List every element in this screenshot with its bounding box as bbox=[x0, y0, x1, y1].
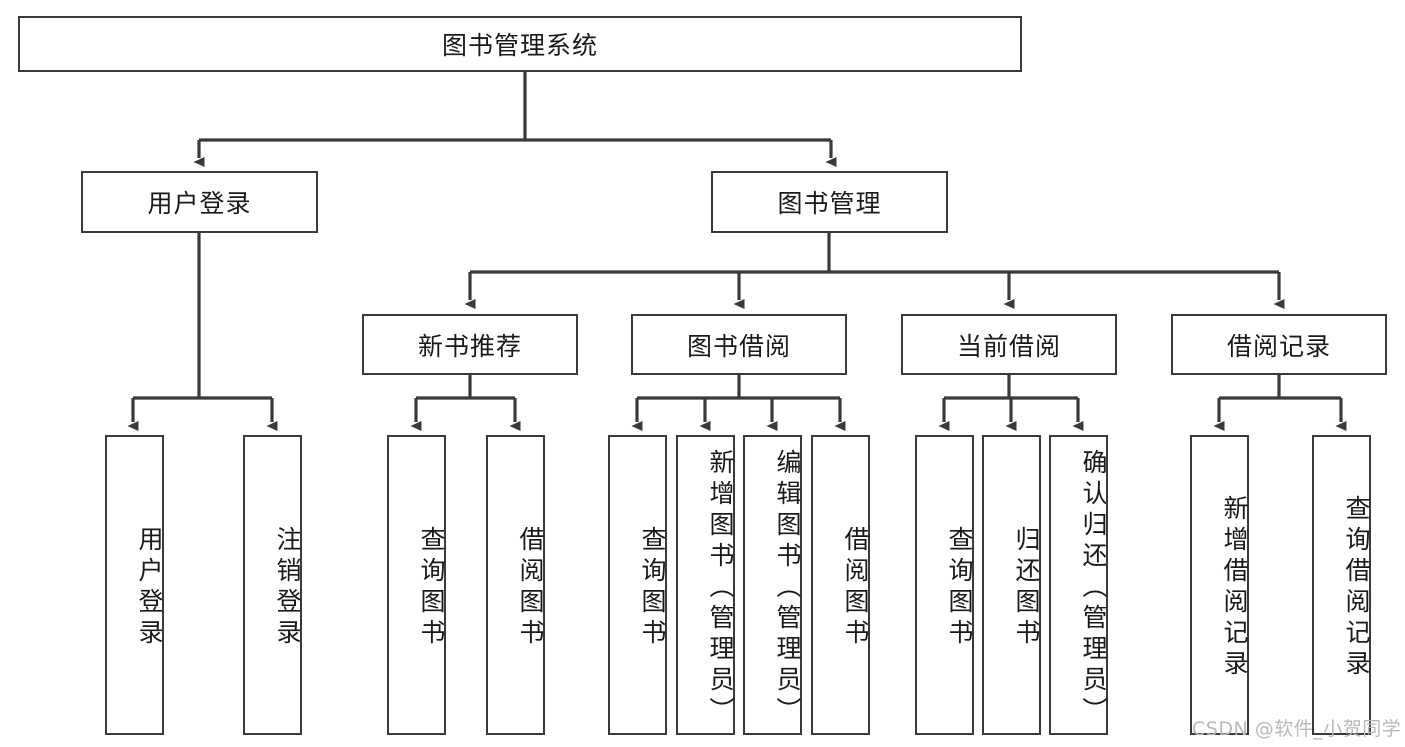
leaf-confirm-return-admin[interactable]: 确认归还（管理员） bbox=[1049, 435, 1108, 735]
leaf-query-book-borrow[interactable]: 查询图书 bbox=[608, 435, 667, 735]
leaf-label: 新增借阅记录 bbox=[1220, 495, 1249, 681]
node-book-borrow-label: 图书借阅 bbox=[686, 331, 791, 361]
node-user-login-label: 用户登录 bbox=[147, 189, 252, 218]
node-current-borrow-label: 当前借阅 bbox=[956, 331, 1061, 361]
node-root-label: 图书管理系统 bbox=[441, 31, 598, 60]
leaf-label: 借阅图书 bbox=[841, 526, 870, 650]
node-borrow-record[interactable]: 借阅记录 bbox=[1171, 314, 1387, 375]
node-book-management-label: 图书管理 bbox=[777, 189, 882, 218]
leaf-label: 注销登录 bbox=[273, 526, 302, 650]
csdn-watermark: CSDN @软件_小贺同学 bbox=[1192, 718, 1402, 740]
leaf-edit-book-admin[interactable]: 编辑图书（管理员） bbox=[743, 435, 802, 735]
leaf-label: 查询图书 bbox=[638, 526, 667, 650]
node-book-management[interactable]: 图书管理 bbox=[711, 171, 948, 233]
leaf-query-book-current[interactable]: 查询图书 bbox=[915, 435, 974, 735]
node-new-book-recommend[interactable]: 新书推荐 bbox=[362, 314, 578, 375]
leaf-label: 新增图书（管理员） bbox=[706, 448, 735, 728]
leaf-borrow-book-recommend[interactable]: 借阅图书 bbox=[486, 435, 545, 735]
node-book-borrow[interactable]: 图书借阅 bbox=[631, 314, 847, 375]
node-new-book-recommend-label: 新书推荐 bbox=[417, 331, 522, 361]
leaf-label: 用户登录 bbox=[135, 526, 164, 650]
node-current-borrow[interactable]: 当前借阅 bbox=[901, 314, 1117, 375]
leaf-label: 确认归还（管理员） bbox=[1079, 448, 1108, 728]
leaf-query-book-recommend[interactable]: 查询图书 bbox=[387, 435, 446, 735]
leaf-label: 借阅图书 bbox=[516, 526, 545, 650]
leaf-user-logout[interactable]: 注销登录 bbox=[243, 435, 302, 735]
leaf-label: 查询借阅记录 bbox=[1342, 495, 1371, 681]
leaf-return-book[interactable]: 归还图书 bbox=[982, 435, 1041, 735]
node-user-login[interactable]: 用户登录 bbox=[81, 171, 318, 233]
leaf-query-borrow-record[interactable]: 查询借阅记录 bbox=[1312, 435, 1371, 735]
leaf-borrow-book[interactable]: 借阅图书 bbox=[811, 435, 870, 735]
leaf-label: 归还图书 bbox=[1012, 526, 1041, 650]
leaf-label: 编辑图书（管理员） bbox=[773, 448, 802, 728]
leaf-add-book-admin[interactable]: 新增图书（管理员） bbox=[676, 435, 735, 735]
leaf-add-borrow-record[interactable]: 新增借阅记录 bbox=[1190, 435, 1249, 735]
leaf-label: 查询图书 bbox=[417, 526, 446, 650]
node-borrow-record-label: 借阅记录 bbox=[1226, 331, 1331, 361]
leaf-label: 查询图书 bbox=[945, 526, 974, 650]
leaf-user-login[interactable]: 用户登录 bbox=[105, 435, 164, 735]
node-root[interactable]: 图书管理系统 bbox=[18, 16, 1022, 72]
